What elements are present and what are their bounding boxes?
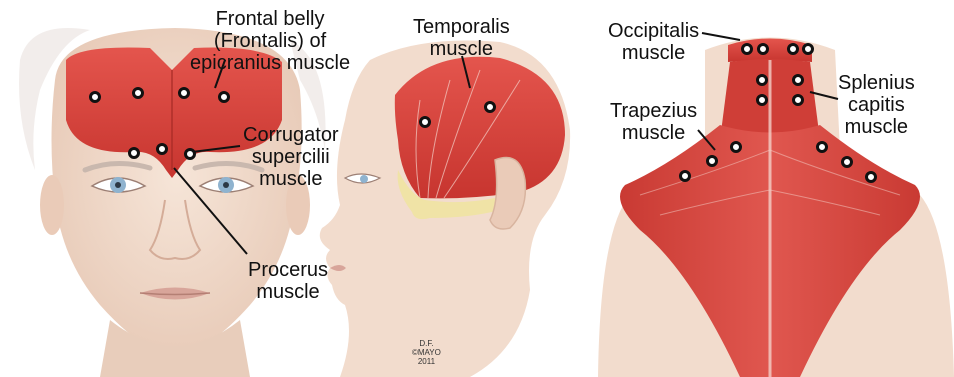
marker-dot xyxy=(708,157,717,166)
credit-line: 2011 xyxy=(412,357,441,366)
ear-left xyxy=(40,175,64,235)
front-face-figure xyxy=(19,28,326,377)
marker-dot xyxy=(732,143,741,152)
artist-credit: D.F. ©MAYO 2011 xyxy=(412,339,441,366)
label-line: muscle xyxy=(413,38,510,60)
label-procerus: Procerus muscle xyxy=(248,259,328,303)
marker-dot xyxy=(486,103,495,112)
label-frontal-belly: Frontal belly (Frontalis) of epicranius … xyxy=(190,8,350,74)
credit-line: D.F. xyxy=(412,339,441,348)
label-occipitalis: Occipitalis muscle xyxy=(608,20,699,64)
label-temporalis: Temporalis muscle xyxy=(413,16,510,60)
label-line: supercilii xyxy=(243,146,339,168)
label-line: muscle xyxy=(838,116,915,138)
label-line: muscle xyxy=(243,168,339,190)
label-line: Occipitalis xyxy=(608,20,699,42)
label-line: Procerus xyxy=(248,259,328,281)
label-line: Frontal belly xyxy=(190,8,350,30)
marker-dot xyxy=(804,45,813,54)
marker-dot xyxy=(867,173,876,182)
temporalis-muscle xyxy=(395,57,565,199)
marker-dot xyxy=(186,150,195,159)
marker-dot xyxy=(158,145,167,154)
marker-dot xyxy=(220,93,229,102)
label-line: muscle xyxy=(608,42,699,64)
label-line: epicranius muscle xyxy=(190,52,350,74)
marker-dot xyxy=(180,89,189,98)
side-head-figure xyxy=(320,40,570,377)
label-trapezius: Trapezius muscle xyxy=(610,100,697,144)
marker-dot xyxy=(843,158,852,167)
marker-dot xyxy=(794,76,803,85)
marker-dot xyxy=(134,89,143,98)
marker-dot xyxy=(758,76,767,85)
marker-dot xyxy=(91,93,100,102)
label-line: Trapezius xyxy=(610,100,697,122)
marker-dot xyxy=(759,45,768,54)
occipitalis-muscle xyxy=(728,39,812,63)
marker-dot xyxy=(681,172,690,181)
credit-line: ©MAYO xyxy=(412,348,441,357)
marker-dot xyxy=(743,45,752,54)
label-corrugator: Corrugator supercilii muscle xyxy=(243,124,339,190)
label-line: Splenius xyxy=(838,72,915,94)
marker-dot xyxy=(789,45,798,54)
label-splenius: Splenius capitis muscle xyxy=(838,72,915,138)
marker-dot xyxy=(758,96,767,105)
label-line: muscle xyxy=(248,281,328,303)
marker-dot xyxy=(130,149,139,158)
label-line: muscle xyxy=(610,122,697,144)
label-line: capitis xyxy=(838,94,915,116)
label-line: Corrugator xyxy=(243,124,339,146)
marker-dot xyxy=(794,96,803,105)
label-line: Temporalis xyxy=(413,16,510,38)
leader-occipitalis xyxy=(702,33,740,40)
marker-dot xyxy=(421,118,430,127)
marker-dot xyxy=(818,143,827,152)
label-line: (Frontalis) of xyxy=(190,30,350,52)
